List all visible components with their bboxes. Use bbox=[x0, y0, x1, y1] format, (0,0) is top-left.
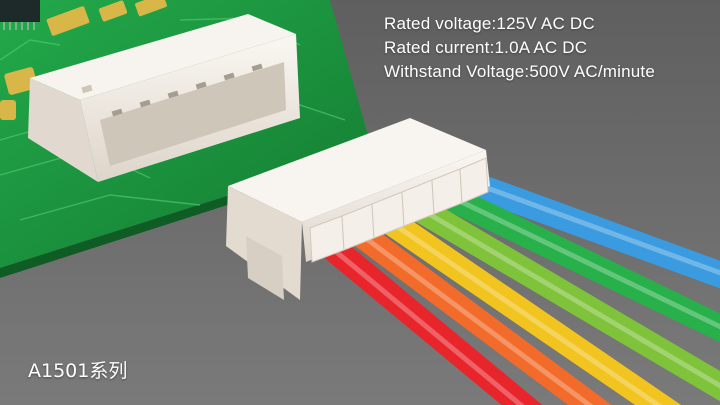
wire-4 bbox=[411, 196, 720, 402]
wire-3 bbox=[380, 209, 682, 405]
spec-withstand-voltage: Withstand Voltage:500V AC/minute bbox=[384, 62, 656, 81]
pcb-chip bbox=[0, 0, 40, 30]
wire-6 bbox=[469, 172, 720, 289]
header-top bbox=[30, 14, 296, 100]
header-cavity bbox=[100, 62, 286, 166]
wire-highlight-2 bbox=[350, 225, 594, 405]
wire-harness-icon bbox=[319, 172, 720, 405]
wire-highlight-5 bbox=[439, 189, 720, 330]
series-label: A1501系列 bbox=[28, 360, 128, 382]
housing-side bbox=[226, 186, 302, 300]
spec-rated-voltage: Rated voltage:125V AC DC bbox=[384, 14, 595, 33]
wire-5 bbox=[441, 184, 720, 343]
wire-highlight-3 bbox=[380, 213, 663, 405]
housing-top bbox=[228, 118, 486, 222]
wafer-header-icon bbox=[28, 14, 300, 182]
wire-highlight-6 bbox=[467, 178, 720, 276]
wire-1 bbox=[319, 233, 543, 405]
header-side bbox=[28, 78, 98, 182]
wire-highlight-1 bbox=[320, 238, 525, 405]
header-slots bbox=[111, 63, 263, 117]
spec-rated-current: Rated current:1.0A AC DC bbox=[384, 38, 588, 57]
wire-highlight-4 bbox=[410, 201, 720, 389]
housing-latch bbox=[246, 236, 284, 300]
pcb-gold-pads bbox=[0, 0, 167, 120]
wire-2 bbox=[350, 221, 612, 405]
housing-plug-icon bbox=[226, 118, 490, 300]
housing-cells bbox=[309, 157, 489, 263]
